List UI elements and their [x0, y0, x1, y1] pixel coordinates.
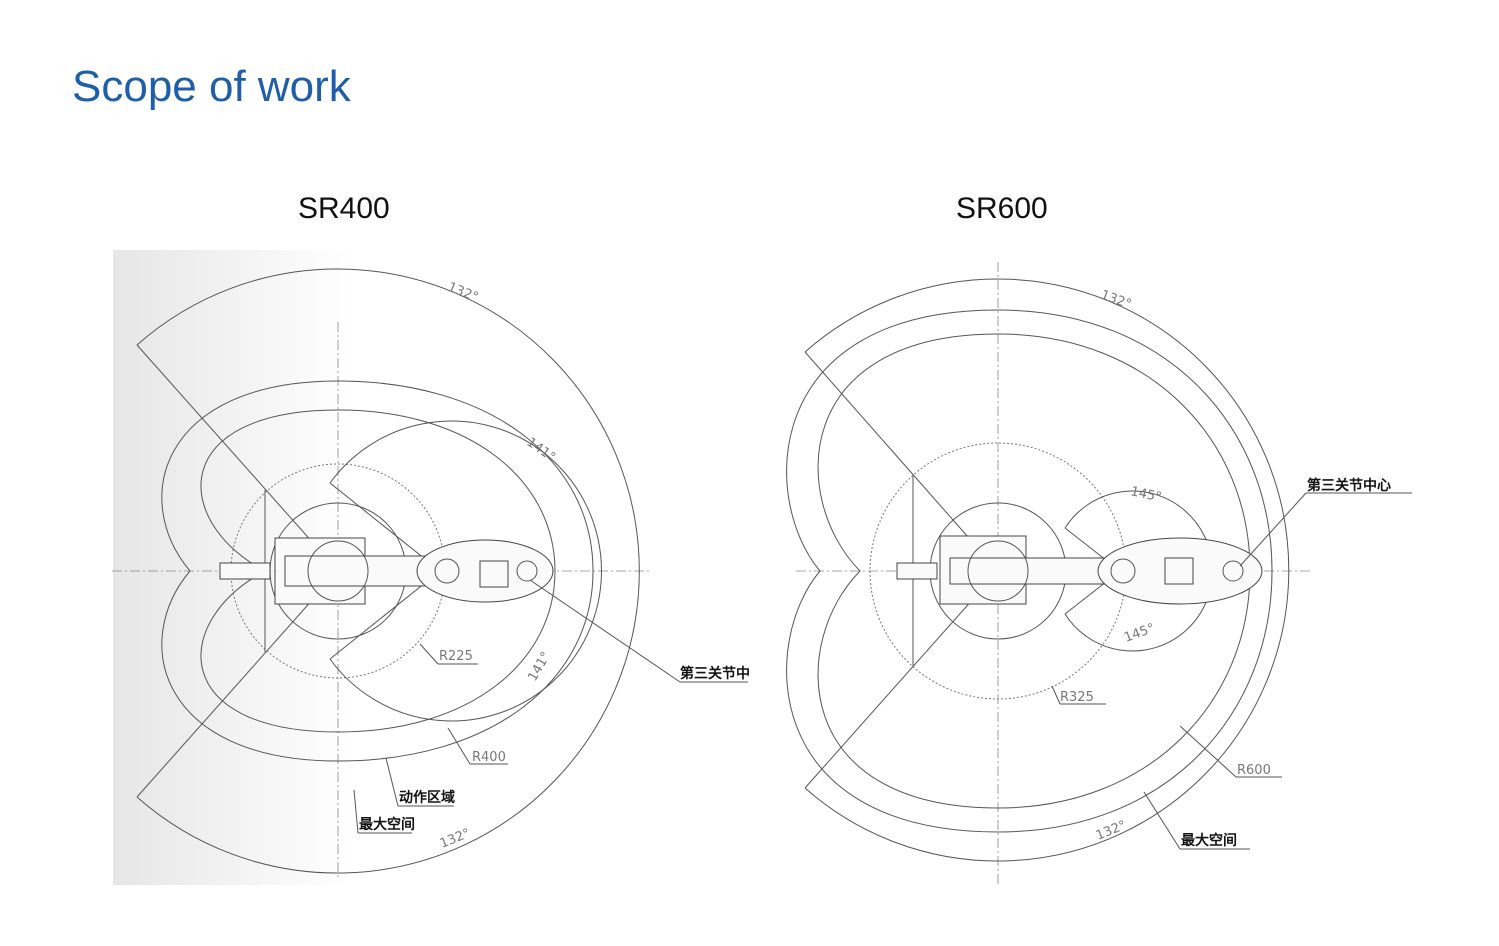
sr400-diagram: 132° 132° 141° 141° R225 R400 第三关节中 动作区域… — [112, 250, 750, 885]
sr600-model-title: SR600 — [956, 192, 1048, 225]
max-space-label: 最大空间 — [1181, 832, 1237, 849]
radius-label: R325 — [1060, 690, 1094, 705]
joint3-center-label: 第三关节中心 — [1307, 477, 1391, 494]
sr400-robot-arm — [219, 537, 554, 605]
max-space-arc — [136, 268, 640, 874]
radius-label: R225 — [439, 649, 473, 664]
angle-label: 132° — [1094, 818, 1129, 844]
angle-label: 145° — [1122, 621, 1157, 646]
max-space-contour — [161, 380, 594, 762]
angle-label: 132° — [438, 826, 473, 852]
angle-label: 141° — [525, 649, 554, 684]
angle-label: 132° — [1099, 288, 1134, 313]
sr600-diagram: 132° 132° 145° 145° R325 R600 第三关节中心 最大空… — [786, 262, 1412, 885]
max-space-contour — [786, 309, 1273, 833]
motion-area-contour — [200, 409, 556, 733]
joint3-center-label: 第三关节中 — [680, 665, 750, 682]
sr600-robot-arm — [896, 535, 1263, 605]
sr400-model-title: SR400 — [298, 192, 390, 225]
radius-label: R600 — [1237, 763, 1271, 778]
angle-label: 145° — [1129, 484, 1163, 505]
max-space-label: 最大空间 — [359, 816, 415, 833]
max-space-arc — [804, 278, 1290, 862]
angle-label: 132° — [446, 280, 481, 306]
radius-label: R400 — [472, 750, 506, 765]
page-title: Scope of work — [72, 62, 351, 111]
motion-area-label: 动作区域 — [399, 789, 455, 806]
